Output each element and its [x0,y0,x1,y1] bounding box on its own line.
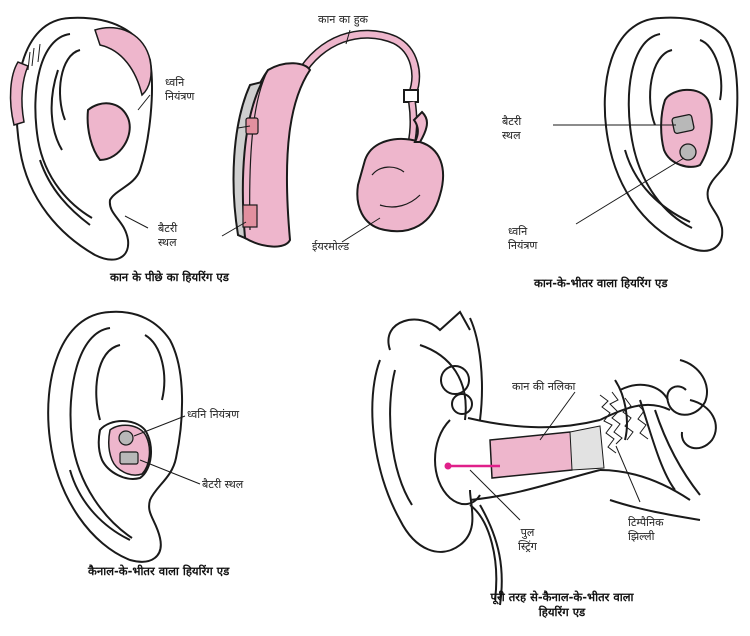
ite-volume-wheel [679,143,697,161]
cic-caption: पूरी तरह से-कैनाल-के-भीतर वाला हियरिंग ए… [490,590,634,619]
bte-volume-control-label: ध्वनि नियंत्रण [165,76,195,103]
middle-ear-texture [599,391,649,454]
bte-device-shape [94,26,152,97]
itc-caption: कैनाल-के-भीतर वाला हियरिंग एड [88,564,230,578]
ite-volume-control-label: ध्वनि नियंत्रण [508,225,538,252]
ite-ear-illustration [603,16,739,252]
itc-battery-compartment-label: बैटरी स्थल [202,478,244,491]
ite-battery-compartment-label: बैटरी स्थल [502,115,522,142]
itc-volume-wheel [118,430,134,446]
pull-string-label: पुल स्ट्रिंग [518,526,537,553]
pull-string-knob [444,462,452,470]
ite-battery-door [671,114,695,134]
eardrum-label: टिम्पैनिक झिल्ली [628,516,664,543]
bte-outer-helix [9,61,29,126]
cic-device-shape [489,431,580,479]
bte-caption: कान के पीछे का हियरिंग एड [110,270,229,284]
ite-caption: कान-के-भीतर वाला हियरिंग एड [534,276,668,290]
itc-volume-control-label: ध्वनि नियंत्रण [187,408,240,421]
ear-hook-label: कान का हुक [318,13,368,26]
ear-canal-lumen [569,425,605,471]
bte-battery-compartment-label: बैटरी स्थल [158,222,178,249]
cic-cross-section-illustration [371,310,717,606]
itc-battery-door [119,451,139,465]
earmold-label: ईयरमोल्ड [312,240,350,253]
ear-canal-label: कान की नलिका [512,380,576,393]
bte-device-illustration [232,29,445,248]
